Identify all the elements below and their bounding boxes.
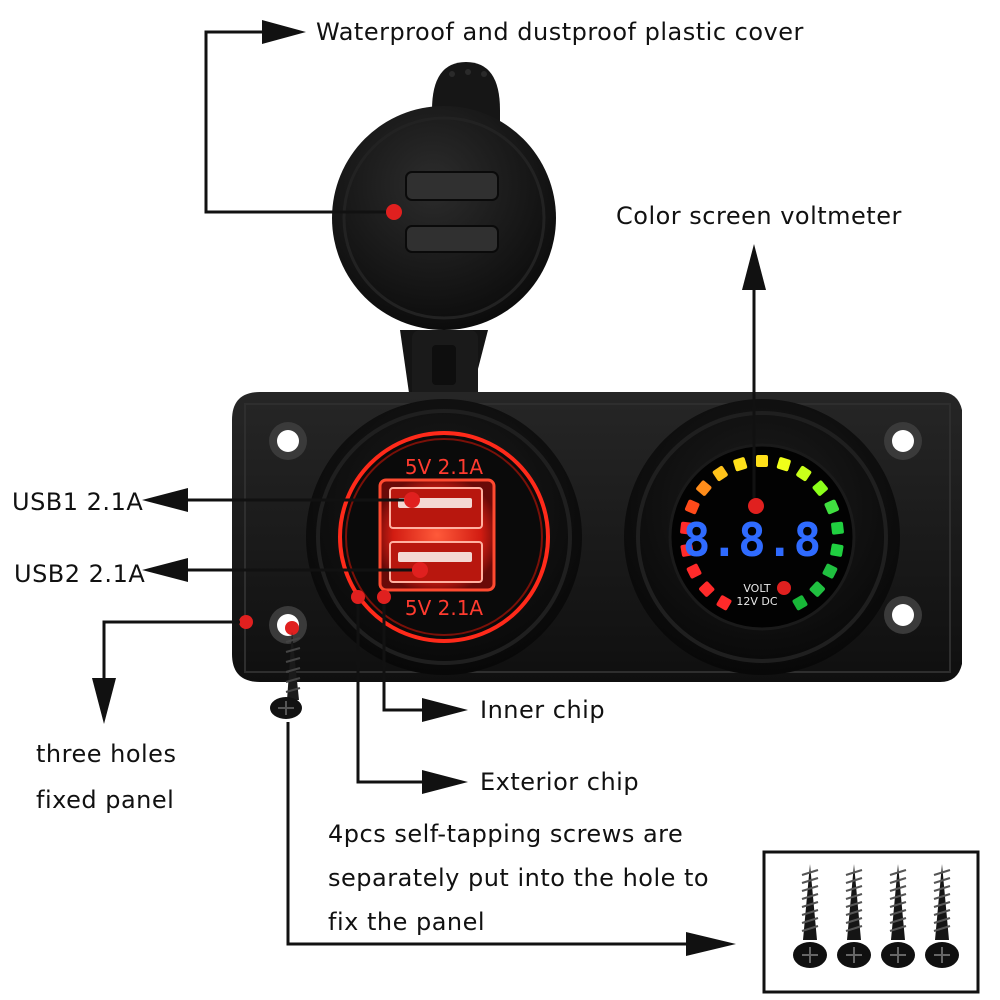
voltmeter-segment — [809, 581, 825, 597]
voltmeter-unit: VOLT — [743, 582, 771, 595]
voltmeter-marker-dot — [748, 498, 764, 514]
screws-label-line1: 4pcs self-tapping screws are — [328, 820, 684, 848]
waterproof-cover — [332, 62, 556, 402]
callout-lines — [102, 30, 756, 946]
mounting-hole — [269, 422, 307, 460]
exterior-chip-marker-dot — [351, 590, 365, 604]
loose-screw — [270, 632, 302, 719]
voltmeter-segment — [712, 465, 728, 482]
arrowhead — [92, 678, 116, 724]
callout-arrowheads — [92, 20, 766, 956]
voltmeter-label: Color screen voltmeter — [616, 202, 902, 230]
voltmeter-segment — [716, 595, 732, 611]
cover-marker-dot — [386, 204, 402, 220]
usb-rating-bottom: 5V 2.1A — [405, 596, 484, 620]
screws-label-line2: separately put into the hole to — [328, 864, 710, 892]
voltmeter-segment — [696, 480, 712, 496]
usb-port-1 — [389, 487, 483, 529]
screw-icon — [793, 864, 827, 968]
voltmeter-segment — [699, 581, 715, 597]
voltmeter-segment — [680, 543, 694, 557]
voltmeter-segment — [733, 457, 748, 472]
screw-icon — [881, 864, 915, 968]
exterior-chip-label: Exterior chip — [480, 768, 640, 796]
voltmeter-segment — [824, 499, 840, 515]
usb-rating-top: 5V 2.1A — [405, 455, 484, 479]
voltmeter-segment — [796, 465, 812, 482]
voltmeter-segment — [684, 499, 700, 515]
voltmeter-segment — [680, 521, 693, 535]
voltmeter-color-ring — [680, 455, 844, 611]
usb1-label: USB1 2.1A — [12, 488, 144, 516]
arrowhead — [686, 932, 736, 956]
inner-chip-label: Inner chip — [480, 696, 606, 724]
mounting-hole — [884, 596, 922, 634]
screws-label: 4pcs self-tapping screws are separately … — [328, 812, 709, 944]
arrowhead — [422, 770, 468, 794]
screws-label-line3: fix the panel — [328, 908, 486, 936]
screws-box — [762, 850, 980, 994]
voltmeter-segment — [812, 480, 828, 496]
mounting-hole — [884, 422, 922, 460]
voltmeter-segment — [822, 563, 838, 579]
voltmeter-segment — [756, 455, 768, 467]
screw-icon — [837, 864, 871, 968]
arrowhead — [142, 558, 188, 582]
screw-marker-dot — [285, 621, 299, 635]
voltmeter-digits: 8.8.8 — [683, 513, 821, 567]
cover-label: Waterproof and dustproof plastic cover — [316, 18, 804, 46]
arrowhead — [422, 698, 468, 722]
voltmeter-segment — [686, 563, 702, 579]
voltmeter-type: 12V DC — [736, 595, 777, 608]
usb1-marker-dot — [404, 492, 420, 508]
inner-chip-marker-dot — [377, 590, 391, 604]
voltmeter-led-dot — [777, 581, 791, 595]
arrowhead — [142, 488, 188, 512]
arrowhead — [742, 244, 766, 290]
holes-label-line2: fixed panel — [36, 786, 175, 814]
arrowhead — [262, 20, 306, 44]
voltmeter-segment — [776, 457, 791, 472]
voltmeter-segment — [792, 595, 808, 611]
screw-icon — [925, 864, 959, 968]
usb2-label: USB2 2.1A — [14, 560, 146, 588]
usb-port-2 — [389, 541, 483, 583]
voltmeter-segment — [830, 543, 844, 557]
usb-socket: 5V 2.1A 5V 2.1A — [306, 399, 582, 675]
voltmeter-segment — [831, 521, 844, 535]
voltmeter-socket: 8.8.8 VOLT 12V DC — [624, 399, 900, 675]
hole-marker-dot — [239, 615, 253, 629]
holes-label-line1: three holes — [36, 740, 177, 768]
usb2-marker-dot — [412, 562, 428, 578]
